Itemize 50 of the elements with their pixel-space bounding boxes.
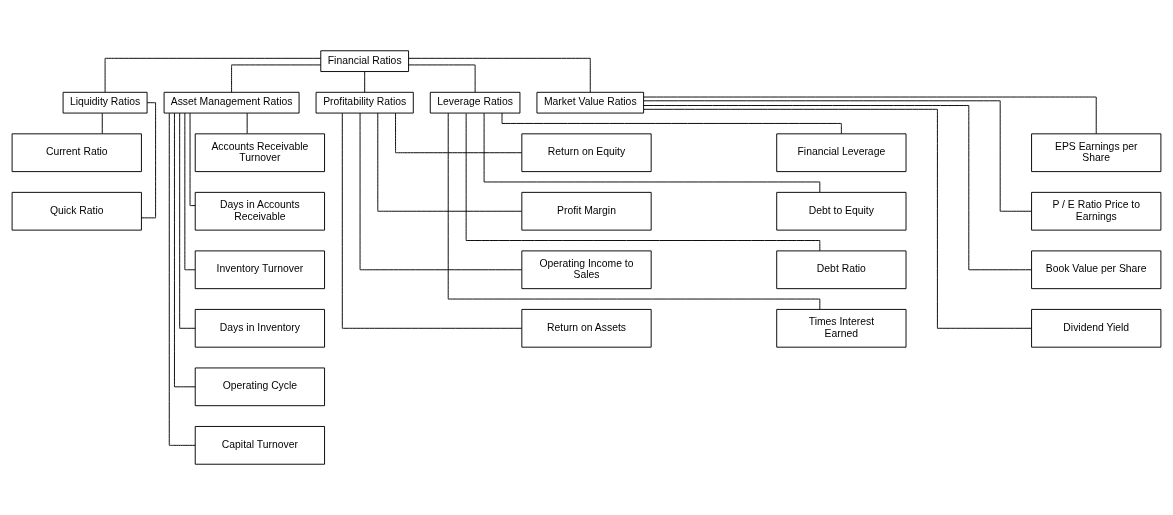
connector	[179, 112, 196, 329]
connector	[483, 112, 821, 193]
node-box: Financial Ratios	[320, 50, 410, 72]
node-box: Market Value Ratios	[536, 91, 645, 114]
node-box: Accounts Receivable Turnover	[194, 133, 326, 173]
node-box: Dividend Yield	[1031, 308, 1162, 348]
node-box: Quick Ratio	[11, 191, 142, 231]
node-box: Days in Accounts Receivable	[194, 191, 326, 231]
node-box: Asset Management Ratios	[163, 91, 300, 114]
node-box: Inventory Turnover	[194, 250, 326, 290]
node-box: Leverage Ratios	[429, 91, 521, 114]
connector	[377, 112, 523, 212]
node-box: Profit Margin	[521, 191, 652, 231]
connector	[184, 112, 196, 271]
connector	[231, 64, 322, 93]
connector	[246, 112, 248, 134]
node-box: Liquidity Ratios	[62, 91, 148, 114]
node-box: Operating Cycle	[194, 367, 326, 407]
node-box: Operating Income to Sales	[521, 250, 652, 290]
connector	[408, 57, 591, 93]
connector	[501, 112, 842, 135]
node-box: EPS Earnings per Share	[1031, 133, 1162, 173]
connector	[364, 71, 366, 93]
node-box: Return on Equity	[521, 133, 652, 173]
connector	[643, 105, 1032, 271]
node-box: Capital Turnover	[194, 426, 326, 465]
connector	[643, 100, 1032, 212]
node-box: Profitability Ratios	[315, 91, 414, 114]
node-box: Book Value per Share	[1031, 250, 1162, 290]
connector	[189, 112, 196, 207]
node-box: Days in Inventory	[194, 308, 326, 348]
connector	[174, 112, 196, 388]
connector	[408, 64, 476, 93]
node-box: Debt to Equity	[776, 191, 907, 231]
node-box: Return on Assets	[521, 308, 652, 348]
connector	[643, 96, 1097, 135]
connector	[395, 112, 523, 154]
node-box: Debt Ratio	[776, 250, 907, 290]
connector	[447, 112, 821, 310]
connector	[341, 112, 523, 329]
node-box: Current Ratio	[11, 133, 142, 173]
connector	[168, 112, 196, 446]
node-box: P / E Ratio Price to Earnings	[1031, 191, 1162, 231]
connector	[101, 112, 103, 134]
connector	[359, 112, 523, 271]
node-box: Financial Leverage	[776, 133, 907, 173]
node-box: Times Interest Earned	[776, 308, 907, 348]
connector	[643, 108, 1032, 329]
connector	[465, 113, 821, 252]
connector	[104, 57, 322, 93]
